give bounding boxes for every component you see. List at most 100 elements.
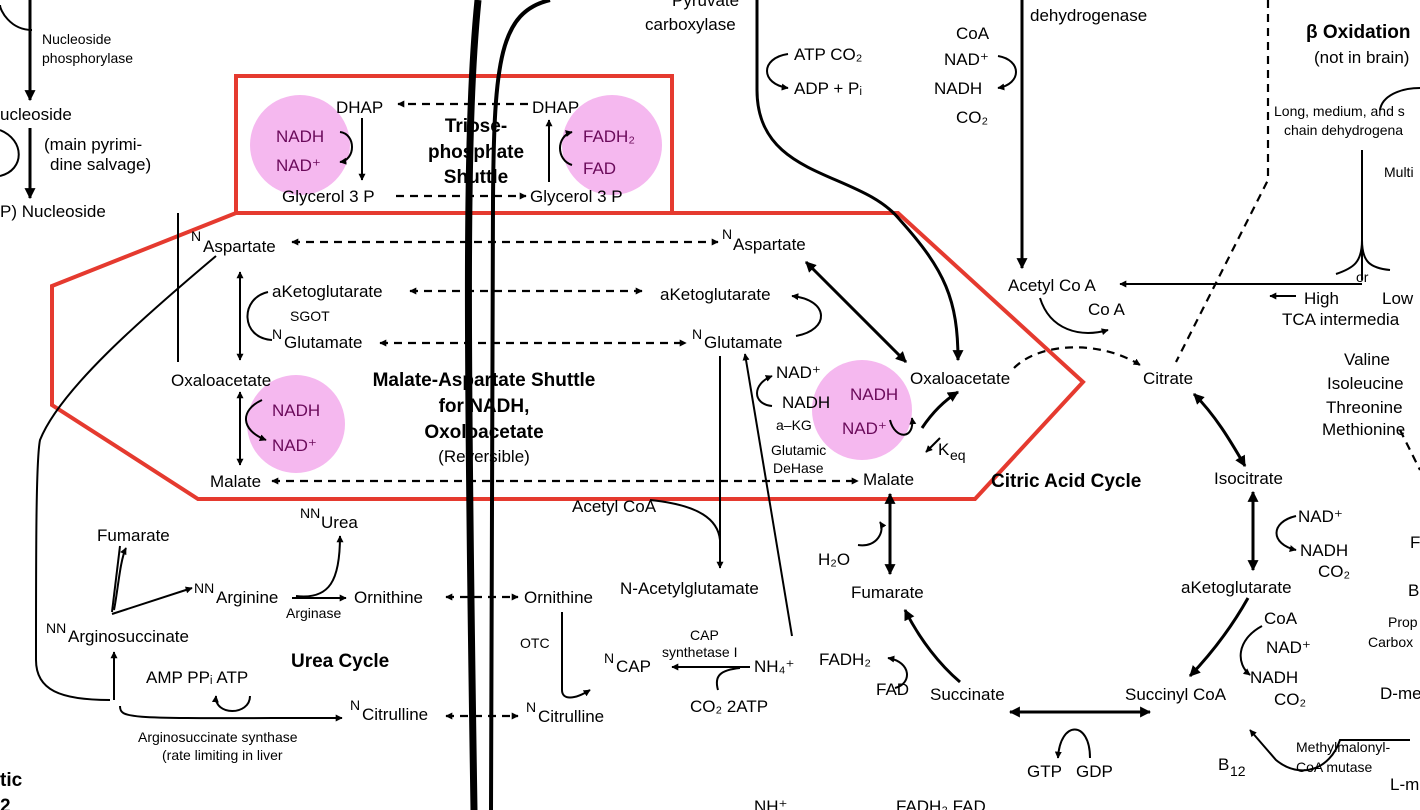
label-akg-glu: a–KG [776,417,812,433]
arrow-mutase [1249,729,1410,772]
label-b12: B [1218,755,1229,774]
label-glycerol-right: Glycerol 3 P [530,187,623,206]
curve-akg-glu-right [791,293,822,337]
curve-amp-atp [211,695,251,712]
label-glutamic: Glutamic [771,442,826,458]
dashed-beta-to-citrate [1175,0,1270,363]
label-citrulline-left: Citrulline [362,705,428,724]
label-oxaloacetate-right: Oxaloacetate [910,369,1010,388]
label-nad-mal: NAD⁺ [272,436,317,455]
label-tca-intermediates: TCA intermedia [1282,310,1400,329]
label-succinyl-coa: Succinyl CoA [1125,685,1227,704]
sup-n-aspartate-left: N [191,228,201,244]
label-nucleoside-phosphorylase-2: phosphorylase [42,50,133,66]
label-p-nucleoside: P) Nucleoside [0,202,106,221]
label-nh4: NH₄⁺ [754,657,794,676]
label-carboxylase: carboxylase [645,15,736,34]
label-nadh-glu: NADH [782,393,830,412]
curve-coa-release [1039,297,1109,336]
label-nadh-triose: NADH [276,127,324,146]
label-urea: Urea [321,513,358,532]
arrow-nh4-glutamate [742,353,793,637]
label-methylmalonyl-2: CoA mutase [1296,759,1372,775]
label-nad-iso: NAD⁺ [1298,507,1343,526]
label-cap-synthetase-2: synthetase I [662,644,738,660]
label-oxaloacetate-left: Oxaloacetate [171,371,271,390]
label-prop: Prop [1388,614,1418,630]
label-malate-right: Malate [863,470,914,489]
label-fadh2-cac: FADH₂ [819,650,871,669]
label-acetyl-coa-mid: Acetyl CoA [572,497,657,516]
label-fumarate-urea: Fumarate [97,526,170,545]
label-d-me: D-me [1380,684,1420,703]
label-triose-3: Shuttle [444,167,508,188]
curve-sgot [246,291,273,341]
label-bottom-2: 2 [0,796,11,810]
sup-n-aspartate-right: N [722,226,732,242]
label-citrate: Citrate [1143,369,1193,388]
arrow-oxaloacetate-citrate [1013,346,1141,369]
label-low: Low [1382,289,1414,308]
label-triose-2: phosphate [428,142,524,163]
curve-salvage [0,129,20,177]
curve-nadh-cac [889,417,917,436]
label-high: High [1304,289,1339,308]
label-akg-left: aKetoglutarate [272,282,383,301]
label-n-acetylglutamate: N-Acetylglutamate [620,579,759,598]
label-nad-glu: NAD⁺ [776,363,821,382]
label-h2o: H₂O [818,550,850,569]
label-aspartate-right: Aspartate [733,235,806,254]
label-nadh-mal: NADH [272,401,320,420]
arrow-ornithine-citrulline [561,612,591,699]
label-amp-ppi-atp: AMP PPᵢ ATP [146,668,248,687]
label-cap-synthetase-1: CAP [690,627,719,643]
arrow-to-fumarate [113,547,127,611]
label-ornithine-right: Ornithine [524,588,593,607]
label-co2-akg: CO₂ [1274,690,1306,709]
curve-nad-iso [1275,515,1297,552]
label-beta-oxidation: β Oxidation [1306,22,1411,43]
label-tic: tic [0,770,23,791]
label-or: or [1356,269,1369,285]
label-l-m: L-m [1390,775,1419,794]
label-b12-sub: 12 [1230,763,1246,779]
curve-fadh2-fad [559,130,573,166]
curve-fadh2-cac [887,655,908,689]
label-coa-release: Co A [1088,300,1126,319]
arrow-arginine-urea [295,535,344,598]
membrane-line-2 [489,0,551,810]
label-pyruvate: Pyruvate [672,0,739,10]
label-coa-top: CoA [956,24,990,43]
label-nad-cac: NAD⁺ [842,419,887,438]
dashed-methionine [1399,429,1420,471]
label-mas-1: Malate-Aspartate Shuttle [373,370,596,391]
label-glycerol-left: Glycerol 3 P [282,187,375,206]
malate-aspartate-box [50,211,1086,501]
label-keq-sub: eq [950,447,966,463]
label-mas-2: for NADH, [439,396,530,417]
label-akg-cac: aKetoglutarate [1181,578,1292,597]
label-mas-3: Oxoloacetate [424,422,543,443]
label-co2-iso: CO₂ [1318,562,1350,581]
curve-long-chain [1379,87,1420,111]
curve-nad-glu [756,375,773,407]
highlight-nadh-cac [812,360,912,460]
label-nucleoside-top: ucleoside [0,105,72,124]
label-chain-dehydrogenase: chain dehydrogena [1284,122,1403,138]
label-citrulline-right: Citrulline [538,707,604,726]
label-atp-co2: ATP CO₂ [794,45,862,64]
arrow-arginosuccinate-arginine [111,586,193,615]
label-succinate: Succinate [930,685,1005,704]
label-arginase: Arginase [286,605,341,621]
highlight-nadh-triose [250,95,350,195]
curve-atp-adp [766,53,789,91]
membrane-line-1 [464,0,482,810]
label-reversible: (Reversible) [438,447,530,466]
curve-acetylcoa [649,499,721,541]
label-glutamate-right: Glutamate [704,333,782,352]
label-keq: K [938,440,950,459]
label-carbox: Carbox [1368,634,1413,650]
sup-n-glutamate-left: N [272,326,282,342]
label-methylmalonyl-1: Methylmalonyl- [1296,739,1390,755]
